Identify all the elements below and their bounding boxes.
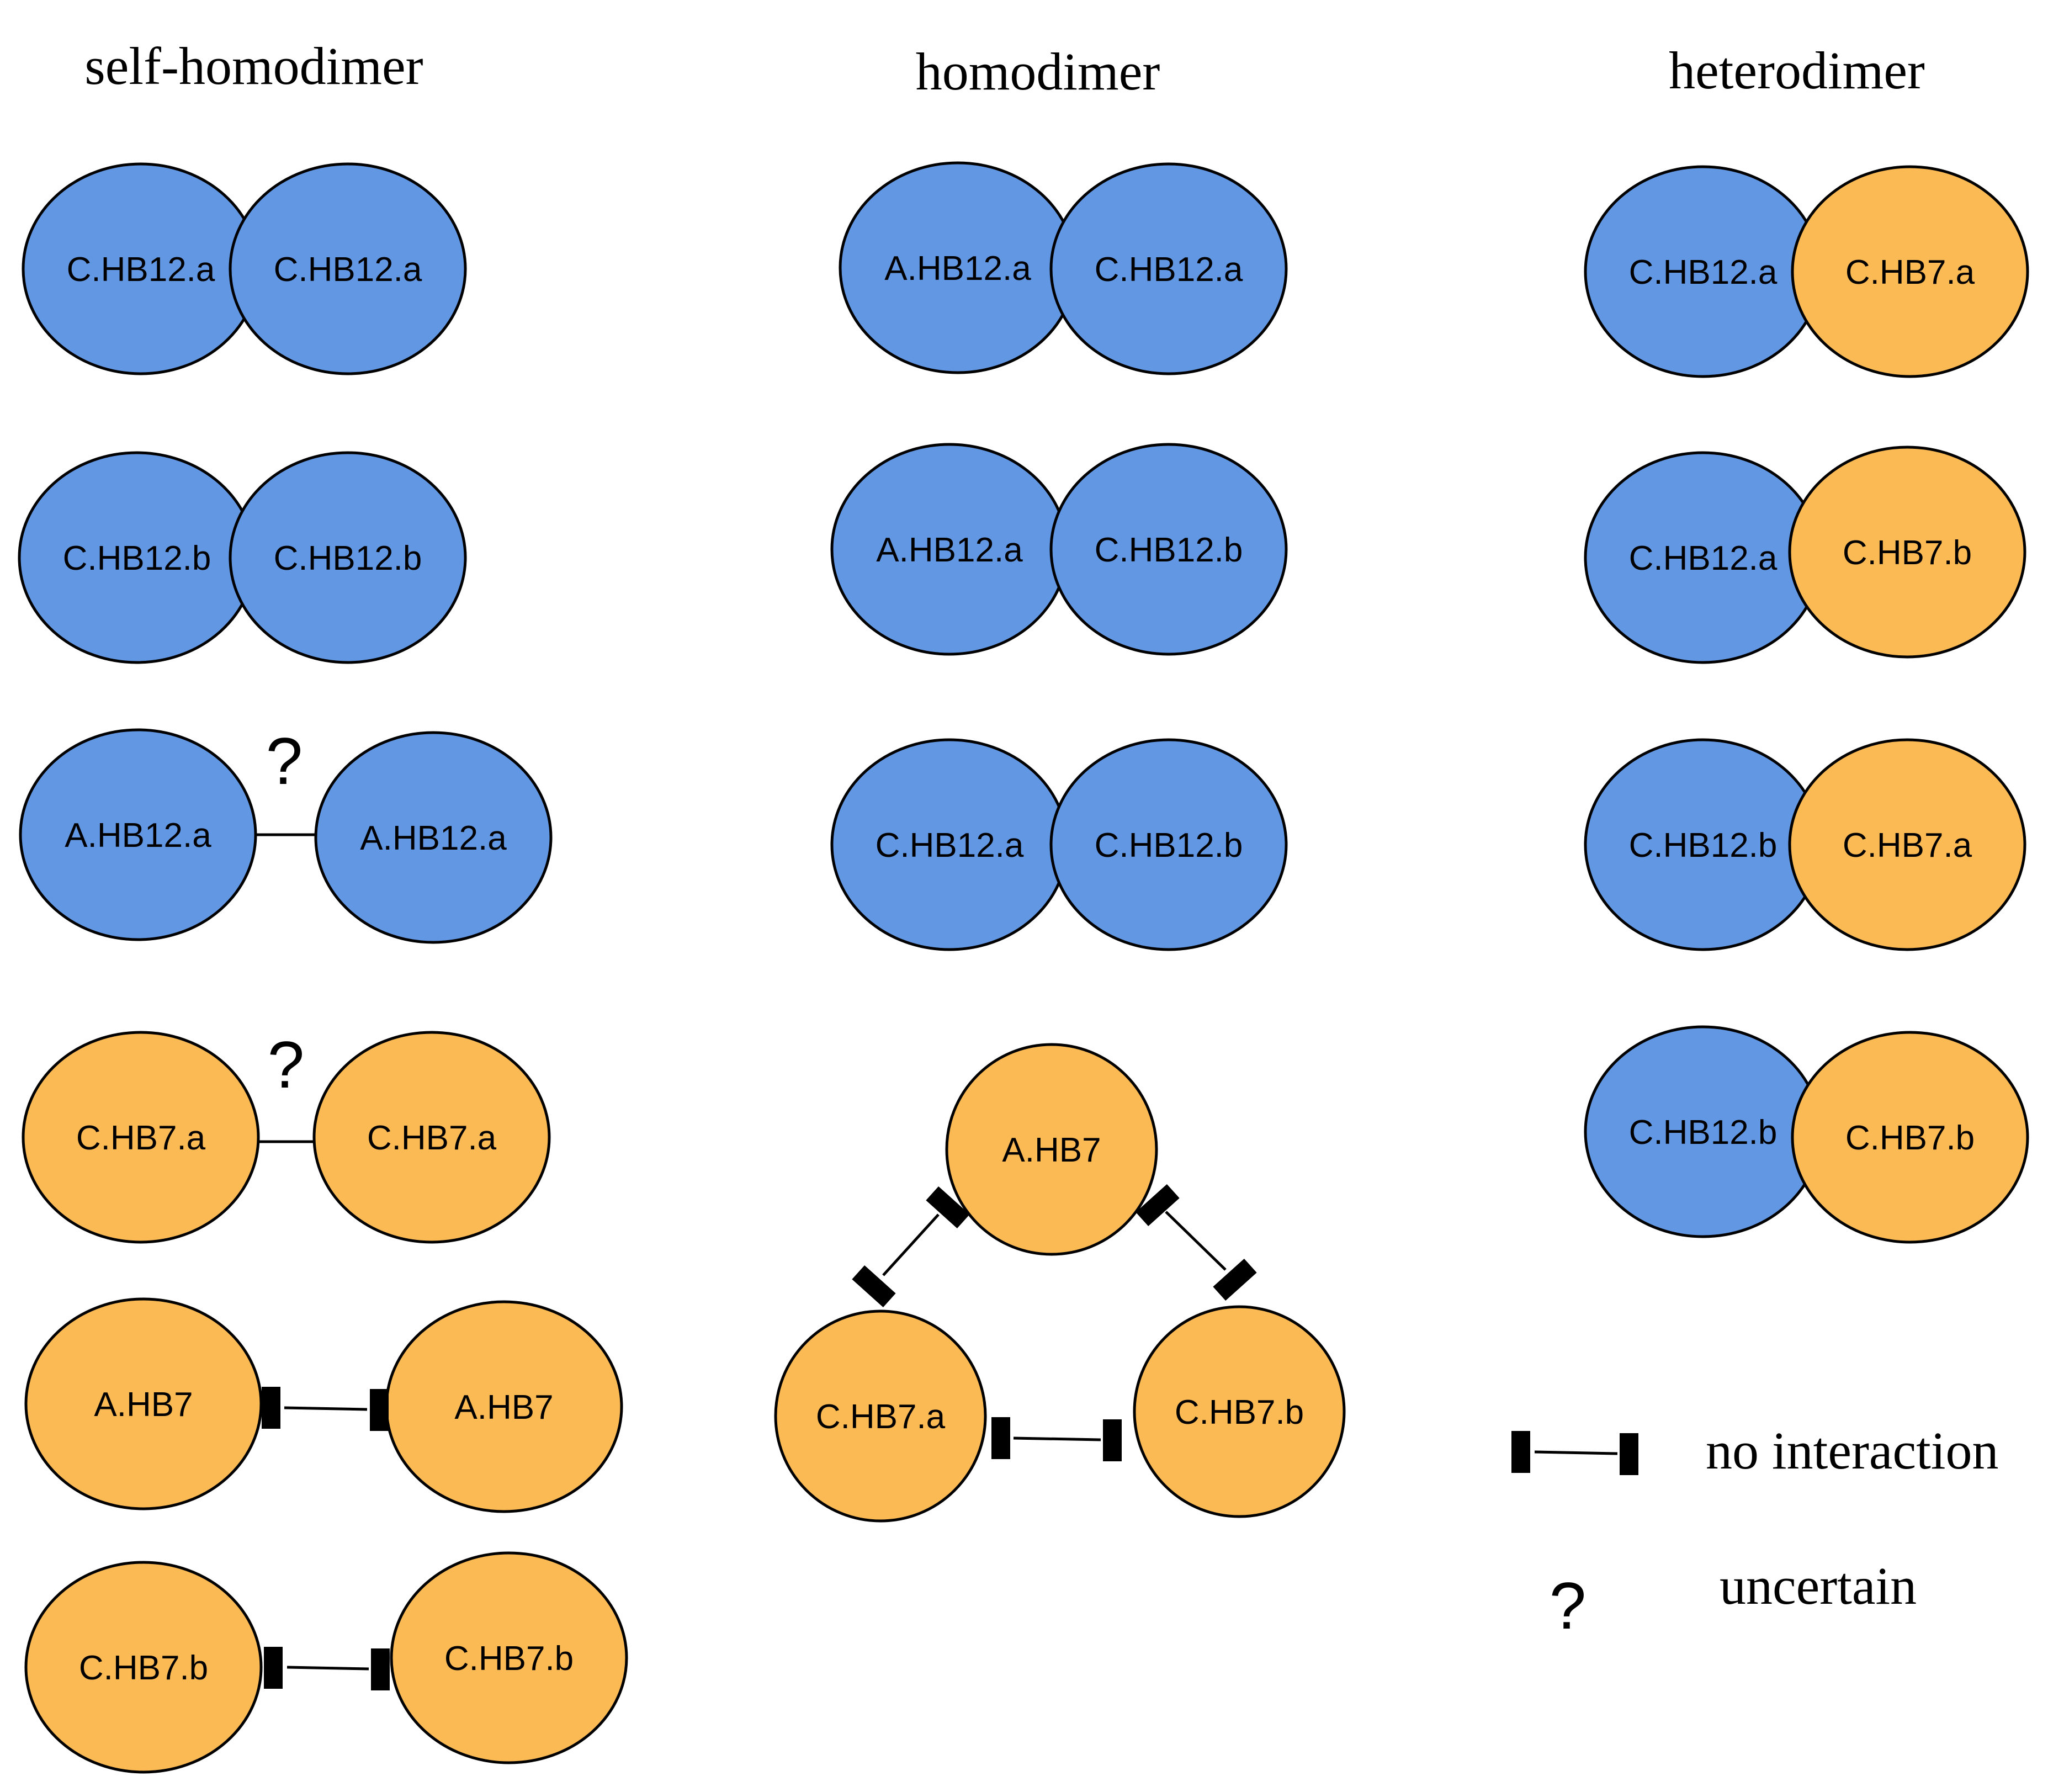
protein-node (22, 1031, 260, 1244)
protein-label: A.HB7 (454, 1388, 553, 1427)
protein-node (390, 1551, 628, 1764)
protein-node (1788, 446, 2026, 659)
protein-node (1788, 738, 2026, 951)
protein-node (774, 1309, 987, 1523)
protein-node (314, 731, 553, 944)
protein-label: C.HB7.a (816, 1398, 946, 1436)
no-interaction-symbol (852, 1186, 970, 1308)
heterodimer-pair-4: C.HB12.b C.HB7.b (1584, 1025, 2029, 1244)
column-title-homodimer: homodimer (916, 42, 1160, 101)
protein-label: C.HB7.b (1175, 1393, 1304, 1432)
heterodimer-pair-2: C.HB12.a C.HB7.b (1584, 446, 2026, 664)
protein-label: A.HB12.a (65, 817, 211, 855)
protein-node (1791, 1031, 2029, 1244)
protein-node (1791, 165, 2029, 378)
protein-label: C.HB12.b (1095, 826, 1243, 865)
protein-label: C.HB7.a (1843, 826, 1972, 865)
legend-question-mark: ? (1550, 1569, 1587, 1643)
self-homodimer-pair-3: A.HB12.a A.HB12.a ? (19, 724, 553, 944)
protein-node (945, 1043, 1158, 1256)
protein-node (24, 1297, 263, 1510)
protein-label: A.HB12.a (884, 250, 1031, 288)
protein-label: C.HB12.b (1095, 531, 1243, 569)
protein-node (229, 451, 467, 664)
protein-node (19, 728, 257, 941)
no-interaction-symbol (991, 1417, 1122, 1461)
column-title-self-homodimer: self-homodimer (84, 36, 423, 96)
protein-label: C.HB7.b (1843, 534, 1972, 572)
protein-node (24, 1561, 263, 1774)
protein-label: C.HB7.b (79, 1649, 208, 1687)
protein-label: C.HB7.b (1845, 1119, 1975, 1157)
self-homodimer-pair-5: A.HB7 A.HB7 (24, 1297, 623, 1513)
no-interaction-symbol (262, 1387, 389, 1431)
question-mark: ? (268, 1028, 305, 1102)
protein-label: C.HB7.a (76, 1119, 206, 1157)
protein-label: C.HB12.b (274, 539, 422, 577)
no-interaction-symbol (264, 1647, 390, 1690)
homodimer-pair-1: A.HB12.a C.HB12.a (839, 161, 1288, 375)
protein-node (1049, 738, 1288, 951)
protein-label: A.HB7 (1002, 1131, 1101, 1169)
question-mark: ? (266, 724, 303, 798)
protein-label: C.HB7.a (367, 1119, 497, 1157)
homodimer-pair-2: A.HB12.a C.HB12.b (830, 443, 1288, 656)
protein-label: C.HB12.b (63, 539, 211, 577)
protein-label: C.HB12.b (1629, 826, 1778, 865)
homodimer-triangle: A.HB7 C.HB7.a C.HB7.b (774, 1043, 1346, 1523)
protein-label: C.HB12.a (876, 826, 1024, 865)
legend-no-interaction-symbol (1511, 1431, 1638, 1475)
protein-node (312, 1031, 551, 1244)
heterodimer-pair-3: C.HB12.b C.HB7.a (1584, 738, 2026, 951)
protein-label: C.HB12.a (1629, 253, 1778, 291)
protein-label: A.HB12.a (360, 819, 507, 857)
protein-node (1133, 1305, 1346, 1518)
self-homodimer-pair-1: C.HB12.a C.HB12.a (22, 162, 467, 375)
legend-uncertain-label: uncertain (1720, 1556, 1917, 1615)
protein-node (229, 162, 467, 375)
self-homodimer-pair-2: C.HB12.b C.HB12.b (18, 451, 467, 664)
protein-node (1049, 443, 1288, 656)
protein-label: C.HB12.b (1629, 1114, 1778, 1152)
legend-no-interaction-label: no interaction (1706, 1421, 1998, 1480)
protein-node (1049, 162, 1288, 375)
homodimer-pair-3: C.HB12.a C.HB12.b (830, 738, 1288, 951)
column-title-heterodimer: heterodimer (1669, 41, 1925, 100)
legend: no interaction ? uncertain (1511, 1421, 1998, 1643)
protein-label: A.HB7 (94, 1386, 193, 1424)
protein-label: A.HB12.a (876, 531, 1023, 569)
protein-label: C.HB12.a (1629, 539, 1778, 577)
self-homodimer-pair-4: C.HB7.a C.HB7.a ? (22, 1028, 551, 1244)
no-interaction-symbol (1136, 1184, 1257, 1301)
protein-label: C.HB12.a (67, 251, 215, 289)
protein-label: C.HB12.a (1095, 251, 1243, 289)
self-homodimer-pair-6: C.HB7.b C.HB7.b (24, 1551, 628, 1774)
heterodimer-pair-1: C.HB12.a C.HB7.a (1584, 165, 2029, 378)
protein-label: C.HB7.b (444, 1640, 574, 1678)
protein-label: C.HB12.a (274, 251, 422, 289)
protein-label: C.HB7.a (1845, 253, 1975, 291)
